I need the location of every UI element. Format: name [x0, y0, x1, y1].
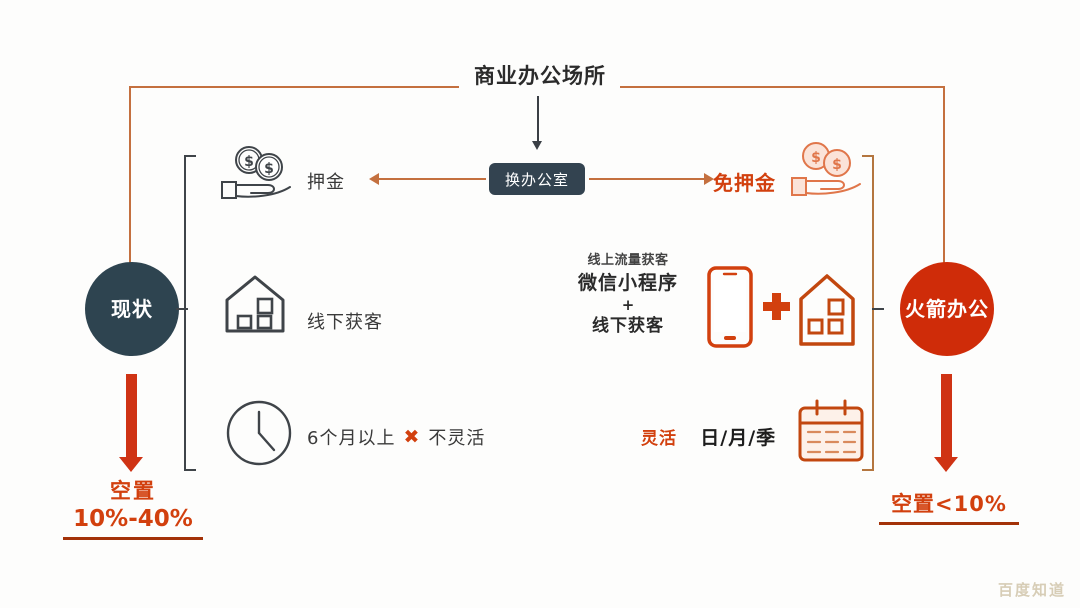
connector-center-vertical	[537, 96, 539, 144]
node-rocket-office-label: 火箭办公	[905, 296, 989, 321]
node-current-state-label: 现状	[111, 296, 153, 321]
center-badge[interactable]: 换办公室	[489, 163, 585, 195]
row-label-no-deposit: 免押金	[713, 171, 776, 195]
middle-main-label: 微信小程序	[577, 272, 678, 294]
vacancy-right-underline	[879, 522, 1019, 525]
middle-plus-symbol: +	[621, 296, 635, 314]
vacancy-right-text: 空置<10%	[891, 492, 1007, 516]
svg-text:$: $	[264, 161, 274, 177]
node-current-state: 现状	[85, 262, 179, 356]
badge-connector-right	[589, 178, 704, 180]
vacancy-left-value: 10%-40%	[73, 506, 193, 532]
row-duration-inflexible: 6个月以上 ✖ 不灵活	[307, 424, 485, 450]
bracket-tick-left	[176, 308, 188, 310]
svg-text:$: $	[244, 154, 254, 170]
title-rule-right	[620, 86, 945, 88]
row-label-duration: 6个月以上	[307, 428, 396, 449]
hand-coins-orange-icon: $ $	[790, 140, 874, 206]
connector-left-vertical	[129, 86, 131, 272]
row-label-deposit: 押金	[307, 172, 345, 193]
page-title: 商业办公场所	[474, 64, 606, 88]
middle-online-label: 线上流量获客	[587, 253, 669, 268]
row-label-offline-acquisition: 线下获客	[307, 312, 383, 333]
middle-text-stack: 线上流量获客 微信小程序 + 线下获客	[553, 252, 703, 338]
phone-plus-house-icon	[705, 264, 855, 354]
row-flexible: 灵活 日/月/季	[641, 423, 776, 450]
vacancy-left-underline	[63, 537, 203, 540]
cross-icon: ✖	[403, 425, 421, 448]
badge-connector-left	[378, 178, 486, 180]
svg-text:$: $	[832, 157, 842, 173]
calendar-icon	[795, 398, 867, 468]
row-label-period: 日/月/季	[700, 427, 777, 449]
arrow-down-right-head	[934, 457, 958, 472]
arrow-down-left-shaft	[126, 374, 137, 459]
row-label-inflexible: 不灵活	[428, 428, 486, 449]
connector-right-vertical	[943, 86, 945, 272]
row-label-flexible: 灵活	[641, 429, 677, 449]
vacancy-right: 空置<10%	[879, 490, 1019, 525]
bracket-tick-right	[872, 308, 884, 310]
vacancy-left: 空置 10%-40%	[63, 477, 203, 540]
node-rocket-office: 火箭办公	[900, 262, 994, 356]
arrow-down-left-head	[119, 457, 143, 472]
vacancy-left-label: 空置	[110, 479, 156, 503]
badge-connector-left-arrow	[369, 173, 379, 185]
middle-offline-label: 线下获客	[592, 316, 664, 336]
watermark: 百度知道	[997, 581, 1066, 599]
svg-text:$: $	[811, 150, 821, 166]
house-icon	[222, 272, 288, 342]
badge-connector-right-arrow	[704, 173, 714, 185]
bracket-left	[184, 155, 196, 471]
connector-center-arrowhead	[532, 141, 542, 150]
center-badge-label: 换办公室	[504, 170, 569, 189]
title-rule-left	[129, 86, 459, 88]
hand-coins-icon: $ $	[218, 144, 302, 208]
clock-icon	[224, 398, 294, 472]
arrow-down-right-shaft	[941, 374, 952, 459]
